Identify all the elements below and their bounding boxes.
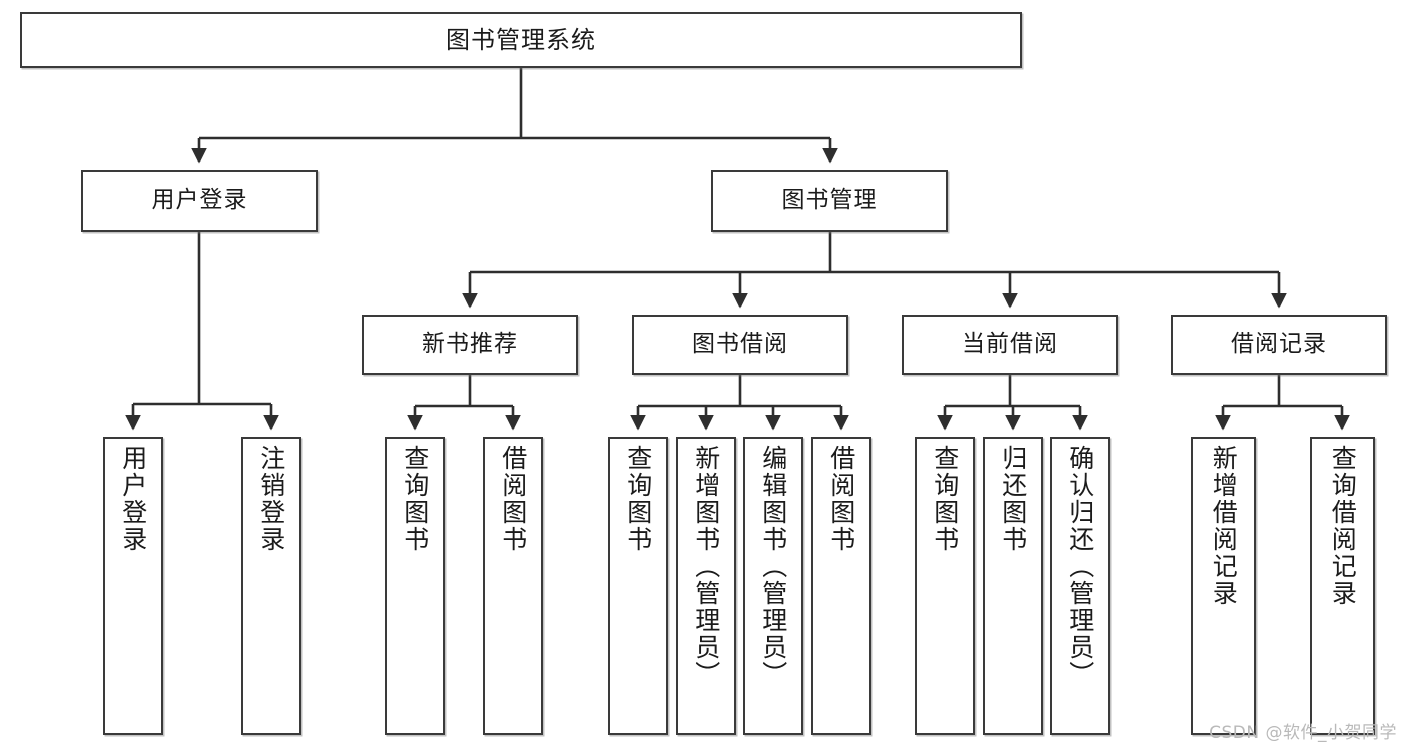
node-label: 新书推荐 <box>422 331 518 358</box>
node-label: 借阅图书 <box>826 445 856 553</box>
node-label: 用户登录 <box>151 187 248 214</box>
node-label: 确认归还（管理员） <box>1065 445 1095 688</box>
leaf-query-book-current[interactable]: 查询图书 <box>915 437 975 735</box>
node-label: 查询图书 <box>623 445 653 553</box>
node-book-management[interactable]: 图书管理 <box>711 170 948 232</box>
leaf-query-borrow-record[interactable]: 查询借阅记录 <box>1310 437 1375 735</box>
leaf-borrow-book-recommend[interactable]: 借阅图书 <box>483 437 543 735</box>
node-label: 图书管理 <box>781 187 878 214</box>
node-label: 图书管理系统 <box>446 25 596 54</box>
leaf-logout-login[interactable]: 注销登录 <box>241 437 301 735</box>
node-label: 查询图书 <box>400 445 430 553</box>
leaf-return-book[interactable]: 归还图书 <box>983 437 1043 735</box>
leaf-query-book-recommend[interactable]: 查询图书 <box>385 437 445 735</box>
node-label: 查询借阅记录 <box>1328 445 1358 607</box>
node-label: 查询图书 <box>930 445 960 553</box>
node-book-borrow[interactable]: 图书借阅 <box>632 315 848 375</box>
node-label: 注销登录 <box>256 445 286 553</box>
leaf-add-book-admin[interactable]: 新增图书（管理员） <box>676 437 736 735</box>
node-root-system[interactable]: 图书管理系统 <box>20 12 1022 68</box>
node-label: 新增借阅记录 <box>1209 445 1239 607</box>
node-label: 用户登录 <box>118 445 148 553</box>
leaf-borrow-book[interactable]: 借阅图书 <box>811 437 871 735</box>
node-label: 编辑图书（管理员） <box>758 445 788 688</box>
node-user-login[interactable]: 用户登录 <box>81 170 318 232</box>
csdn-watermark: CSDN @软件_小贺同学 <box>1209 723 1397 743</box>
node-current-borrow[interactable]: 当前借阅 <box>902 315 1118 375</box>
leaf-edit-book-admin[interactable]: 编辑图书（管理员） <box>743 437 803 735</box>
node-label: 借阅记录 <box>1231 331 1327 358</box>
node-label: 图书借阅 <box>692 331 788 358</box>
node-borrow-record[interactable]: 借阅记录 <box>1171 315 1387 375</box>
node-new-book-recommend[interactable]: 新书推荐 <box>362 315 578 375</box>
node-label: 当前借阅 <box>962 331 1058 358</box>
leaf-user-login[interactable]: 用户登录 <box>103 437 163 735</box>
leaf-add-borrow-record[interactable]: 新增借阅记录 <box>1191 437 1256 735</box>
node-label: 归还图书 <box>998 445 1028 553</box>
node-label: 借阅图书 <box>498 445 528 553</box>
node-label: 新增图书（管理员） <box>691 445 721 688</box>
leaf-query-book-borrow[interactable]: 查询图书 <box>608 437 668 735</box>
leaf-confirm-return-admin[interactable]: 确认归还（管理员） <box>1050 437 1110 735</box>
